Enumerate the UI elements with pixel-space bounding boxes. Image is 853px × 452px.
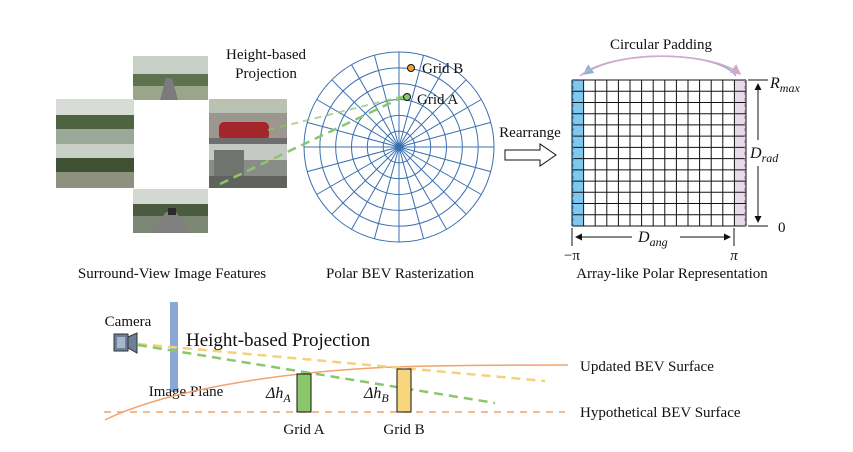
- polar-spoke: [351, 64, 400, 148]
- grid-a-marker: [403, 93, 411, 101]
- zero-label: 0: [778, 220, 786, 236]
- ray-grid-b: [137, 342, 546, 383]
- polar-spoke: [398, 146, 491, 173]
- camera-image-rear-left: [56, 144, 134, 188]
- polar-spoke: [316, 146, 400, 195]
- polar-spoke: [307, 121, 400, 148]
- caption-polar-bev: Polar BEV Rasterization: [326, 266, 475, 282]
- projection-label-line1: Height-based: [226, 47, 306, 63]
- updated-bev-surface: [104, 364, 569, 421]
- polar-spoke: [316, 99, 400, 148]
- polar-spoke: [398, 121, 491, 148]
- caption-surround-view: Surround-View Image Features: [78, 266, 266, 282]
- neg-pi-label: −π: [564, 248, 580, 264]
- grid-b-bottom-label: Grid B: [383, 422, 424, 438]
- polar-spoke: [398, 64, 447, 148]
- polar-spoke: [331, 146, 400, 215]
- projection-title: Height-based Projection: [186, 330, 371, 351]
- polar-bev-grid: [303, 51, 495, 243]
- grid-a-label: Grid A: [417, 92, 458, 108]
- delta-h-b-label: ΔhB: [363, 385, 389, 405]
- polar-spoke: [331, 79, 400, 148]
- delta-h-a-label: ΔhA: [265, 385, 291, 405]
- polar-spoke: [307, 146, 400, 173]
- rearrange-arrow-icon: [504, 143, 557, 167]
- grid-b-bar: [396, 368, 412, 413]
- camera-image-front-right: [209, 99, 287, 144]
- projection-label-line2: Projection: [235, 66, 297, 82]
- rearrange-label: Rearrange: [499, 125, 561, 141]
- dang-label: Dang: [637, 229, 668, 249]
- drad-label: Drad: [749, 145, 779, 165]
- camera-image-front-left: [56, 99, 134, 144]
- polar-spoke: [398, 55, 425, 148]
- camera-image-front: [133, 56, 208, 100]
- grid-a-bar: [296, 373, 312, 413]
- polar-spoke: [373, 146, 400, 239]
- left-padding-column: [572, 80, 583, 226]
- camera-icon: [113, 332, 138, 354]
- camera-image-rear: [133, 189, 208, 233]
- grid-b-label: Grid B: [422, 61, 463, 77]
- updated-surface-label: Updated BEV Surface: [580, 359, 714, 375]
- image-plane-label: Image Plane: [149, 384, 224, 400]
- camera-label: Camera: [105, 314, 152, 330]
- caption-array-polar: Array-like Polar Representation: [576, 266, 768, 282]
- rmax-label: Rmax: [769, 75, 800, 95]
- grid-b-marker: [407, 64, 415, 72]
- right-padding-column: [735, 80, 746, 226]
- ray-grid-a: [137, 343, 496, 405]
- grid-a-bottom-label: Grid A: [283, 422, 324, 438]
- polar-spoke: [398, 99, 482, 148]
- polar-spoke: [398, 146, 447, 230]
- array-polar-grid: [571, 79, 747, 227]
- camera-image-rear-right: [209, 144, 287, 188]
- hypothetical-surface-label: Hypothetical BEV Surface: [580, 405, 741, 421]
- surround-view-images: [56, 56, 287, 233]
- polar-spoke: [398, 146, 425, 239]
- polar-spoke: [398, 146, 467, 215]
- pi-label: π: [730, 248, 738, 264]
- polar-spoke: [398, 146, 482, 195]
- circular-padding-label: Circular Padding: [610, 37, 713, 53]
- circular-padding-arrow-right-icon: [579, 55, 742, 77]
- circular-padding-arrow-left-icon: [582, 55, 737, 77]
- projection-ray-grid-a: [219, 94, 406, 186]
- projection-ray-grid-a-2: [267, 95, 405, 131]
- polar-spoke: [398, 79, 467, 148]
- polar-spoke: [351, 146, 400, 230]
